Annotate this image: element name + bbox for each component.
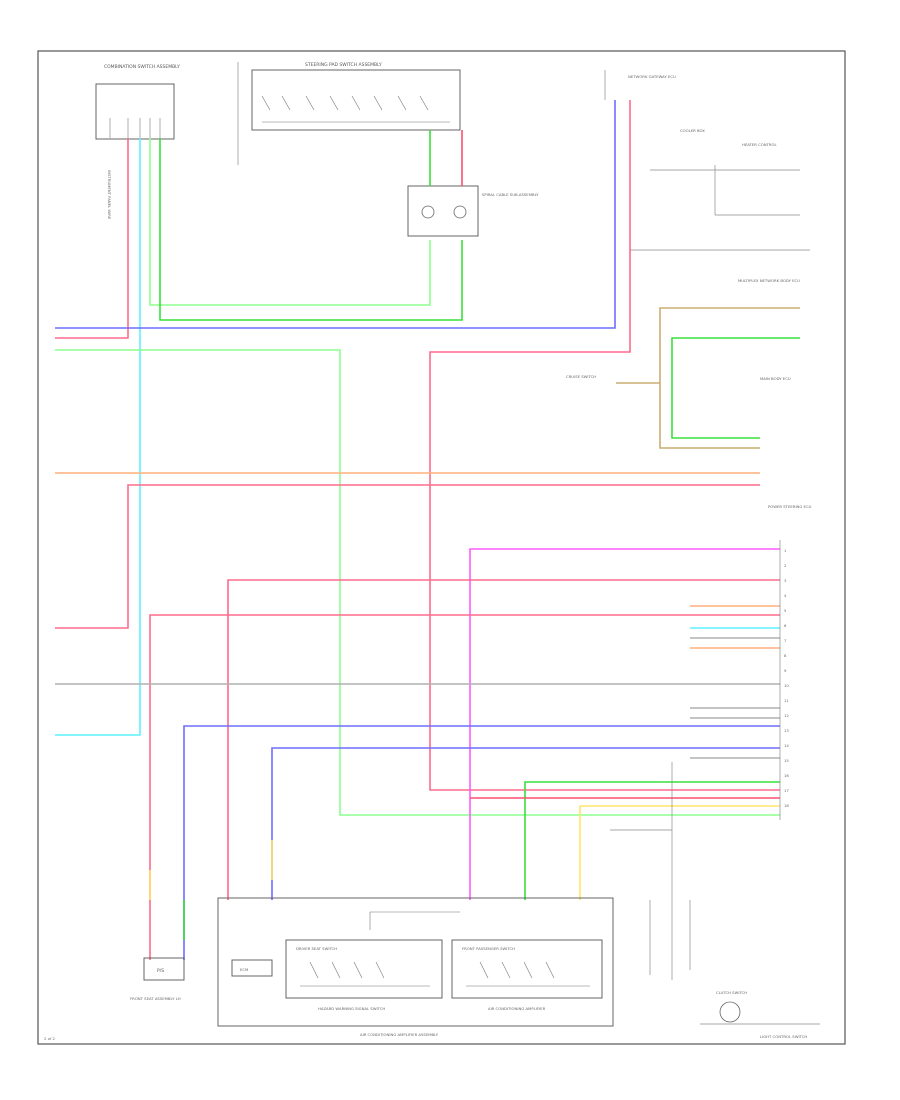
- wire-red-main: [429, 100, 780, 791]
- driver-seat-switch-label: DRIVER SEAT SWITCH: [296, 946, 337, 951]
- connector-pin-number: 6: [784, 623, 787, 628]
- network-gateway-block: NETWORK GATEWAY ECU COOLER BOX HEATER CO…: [604, 70, 810, 251]
- connector-pin-number: 13: [784, 728, 789, 733]
- wire-green-right: [671, 337, 800, 439]
- hazard-switch-label: HAZARD WARNING SIGNAL SWITCH: [318, 1006, 385, 1011]
- connector-pin-number: 4: [784, 593, 787, 598]
- combination-switch-block: COMBINATION SWITCH ASSEMBLY: [95, 64, 180, 140]
- connector-pin-number: 17: [784, 788, 789, 793]
- wire-red-1: [55, 138, 129, 339]
- wire-red-2: [55, 484, 760, 629]
- wire-cyan-1: [55, 138, 141, 736]
- wire-green-3: [524, 781, 780, 900]
- front-passenger-switch-label: FRONT PASSENGER SWITCH: [462, 946, 515, 951]
- connector-pin-number: 15: [784, 758, 789, 763]
- ecm-label: ECM: [240, 967, 248, 972]
- front-seat-box-text: P/S: [157, 968, 164, 974]
- connector-pin-number: 8: [784, 653, 787, 658]
- network-gateway-label: NETWORK GATEWAY ECU: [628, 74, 676, 79]
- air-conditioning-amp-label: AIR CONDITIONING AMPLIFIER: [488, 1006, 546, 1011]
- multiplex-unit-label: MULTIPLEX NETWORK BODY ECU: [738, 278, 800, 283]
- spiral-cable-block: SPIRAL CABLE SUB-ASSEMBLY: [407, 185, 539, 237]
- connector-pin-number: 14: [784, 743, 789, 748]
- wire-green-long: [55, 349, 780, 816]
- wire-tan: [659, 307, 800, 449]
- wire-red-3: [227, 579, 780, 900]
- connector-pin-number: 3: [784, 578, 787, 583]
- instrument-panel-wire-label: INSTRUMENT PANEL WIRE: [107, 170, 112, 220]
- connector-pin-number: 7: [784, 638, 787, 643]
- connector-pin-number: 11: [784, 698, 789, 703]
- light-control-label: LIGHT CONTROL SWITCH: [760, 1034, 807, 1039]
- cooler-box-label: COOLER BOX: [680, 128, 705, 133]
- page-reference: 2 of 2: [44, 1036, 55, 1041]
- wire-group: [55, 100, 800, 960]
- wire-green-2: [159, 138, 463, 321]
- steering-pad-switch-block: STEERING PAD SWITCH ASSEMBLY: [237, 62, 461, 165]
- wire-yellow: [579, 805, 780, 900]
- heater-control-label: HEATER CONTROL: [742, 142, 778, 147]
- spiral-connector-icon: [453, 205, 467, 219]
- ac-amplifier-label: AIR CONDITIONING AMPLIFIER ASSEMBLY: [360, 1032, 439, 1037]
- connector-pin-number: 10: [784, 683, 789, 688]
- diagram-frame: [37, 50, 846, 1045]
- connector-pin-number: 12: [784, 713, 789, 718]
- connector-pin-number: 5: [784, 608, 787, 613]
- power-steering-label: POWER STEERING ECU: [768, 504, 812, 509]
- connector-pin-number: 1: [784, 548, 787, 553]
- wire-blue-lower: [183, 725, 780, 960]
- left-vertical-label: INSTRUMENT PANEL WIRE: [107, 170, 112, 220]
- spiral-connector-icon: [421, 205, 435, 219]
- cruise-switch-label: CRUISE SWITCH: [566, 374, 596, 379]
- connector-pin-number: 9: [784, 668, 787, 673]
- body-ecu-label: MAIN BODY ECU: [760, 376, 791, 381]
- bottom-right-block: CLUTCH SWITCH LIGHT CONTROL SWITCH: [610, 762, 820, 1039]
- steering-pad-switch-label: STEERING PAD SWITCH ASSEMBLY: [305, 62, 382, 68]
- wire-magenta: [469, 548, 780, 900]
- wire-green-1: [149, 138, 431, 306]
- front-seat-lh-label: FRONT SEAT ASSEMBLY LH: [130, 996, 181, 1001]
- wire-blue-top: [55, 100, 616, 329]
- combination-switch-label: COMBINATION SWITCH ASSEMBLY: [104, 64, 180, 70]
- spiral-cable-label: SPIRAL CABLE SUB-ASSEMBLY: [482, 192, 539, 197]
- connector-pin-number: 18: [784, 803, 789, 808]
- wire-red-4: [149, 614, 780, 960]
- connector-pin-number: 16: [784, 773, 789, 778]
- connector-pin-number: 2: [784, 563, 787, 568]
- multiplex-bottom-block: ECM DRIVER SEAT SWITCH FRONT PASSENGER S…: [217, 897, 614, 1037]
- clutch-switch-label: CLUTCH SWITCH: [716, 990, 747, 995]
- wire-blue-2: [271, 747, 780, 900]
- multiplex-right-block: MULTIPLEX NETWORK BODY ECU MAIN BODY ECU…: [566, 278, 812, 509]
- front-seat-block: P/S FRONT SEAT ASSEMBLY LH: [130, 957, 185, 1001]
- clutch-switch-icon: [719, 1001, 741, 1023]
